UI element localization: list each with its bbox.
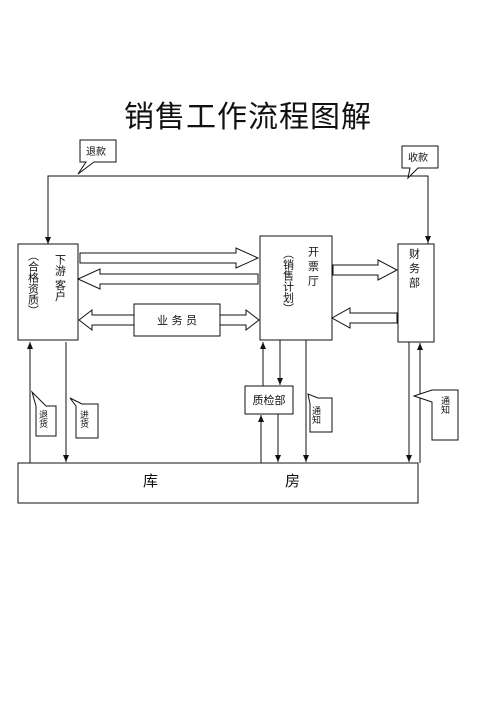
collect-callout: 收款: [401, 145, 439, 180]
notify-callout-1: 通知: [307, 393, 333, 433]
payment-loop: [45, 175, 431, 244]
finance-to-billing-arrow: [330, 307, 398, 329]
collect-label: 收款: [408, 151, 428, 164]
downstream-main-label: 下游 客户: [54, 254, 67, 302]
qc-label: 质检部: [253, 393, 286, 407]
refund-label: 退款: [86, 145, 106, 158]
sales-rep-box: 业 务 员: [133, 303, 221, 337]
billing-hall-box: 开 票 厅 （销售计划）: [259, 235, 333, 341]
billing-sub-label: （销售计划）: [282, 248, 295, 314]
stock-in-callout: 进货: [69, 397, 99, 439]
rep-to-customer-arrow: [78, 308, 135, 332]
return-goods-label: 退货: [37, 410, 48, 429]
downstream-customer-box: 下游 客户 （合格资质）: [17, 243, 79, 341]
notify-callout-2: 通知: [412, 389, 459, 441]
refund-line: [45, 175, 429, 244]
warehouse-box: 库 房: [17, 462, 419, 504]
warehouse-right-label: 房: [285, 472, 300, 490]
downstream-sub-label: （合格资质）: [27, 250, 40, 316]
block-arrows: [76, 247, 399, 332]
finance-box: 财 务 部: [397, 243, 435, 343]
billing-to-customer-arrow: [76, 268, 259, 290]
finance-label: 财 务 部: [408, 247, 421, 288]
vertical-flows: [27, 340, 423, 463]
warehouse-left-label: 库: [143, 472, 158, 490]
page-title: 销售工作流程图解: [124, 100, 372, 135]
return-goods-callout: 退货: [30, 390, 57, 437]
rep-to-billing-arrow: [219, 308, 260, 332]
notify-label-1: 通知: [310, 406, 321, 425]
customer-to-billing-arrow: [79, 247, 260, 269]
billing-main-label: 开 票 厅: [307, 246, 320, 286]
notify-label-2: 通知: [439, 396, 450, 415]
billing-to-finance-arrow: [332, 259, 399, 281]
qc-box: 质检部: [244, 385, 294, 415]
refund-callout: 退款: [77, 139, 117, 175]
sales-rep-label: 业 务 员: [157, 314, 197, 327]
stock-in-label: 进货: [78, 410, 89, 429]
